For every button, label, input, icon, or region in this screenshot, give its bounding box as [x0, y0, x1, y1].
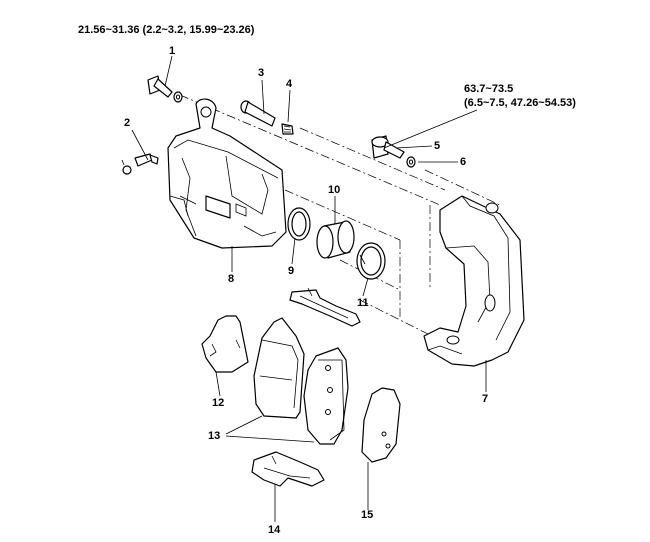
- callout-14: 14: [268, 524, 281, 536]
- bracket-bolt-part-5: [371, 135, 405, 159]
- callout-4: 4: [286, 78, 293, 90]
- shim-part-15: [361, 387, 401, 463]
- callout-2: 2: [124, 117, 131, 129]
- caliper-body-part-8: [167, 98, 287, 249]
- piston-seal-part-11: [356, 242, 386, 280]
- torque-spec-bracket-bolt: 63.7~73.5: [464, 83, 514, 95]
- assembly-axis-lines: [179, 94, 501, 336]
- callout-5: 5: [434, 140, 441, 152]
- callout-13: 13: [208, 430, 221, 442]
- leader-lines: [131, 55, 487, 522]
- callout-7: 7: [482, 393, 489, 405]
- dust-seal-part-9: [287, 207, 311, 241]
- callout-15: 15: [361, 509, 374, 521]
- caliper-bolt-part-1: [147, 75, 183, 103]
- callout-11: 11: [357, 297, 369, 309]
- callout-6: 6: [460, 156, 467, 168]
- pad-clip-upper: [289, 287, 361, 327]
- callout-8: 8: [228, 273, 235, 285]
- torque-spec-bracket-bolt-detail: (6.5~7.5, 47.26~54.53): [464, 97, 576, 109]
- caliper-bracket-part-7: [423, 195, 525, 367]
- callout-3: 3: [258, 67, 265, 79]
- bleeder-screw-part-2: [121, 153, 159, 175]
- callout-10: 10: [328, 184, 341, 196]
- torque-spec-caliper-bolt: 21.56~31.36 (2.2~3.2, 15.99~23.26): [78, 24, 255, 36]
- pad-retainer-part-14: [251, 451, 325, 487]
- brake-pads-part-13: [253, 317, 349, 445]
- guide-pin-part-3: [240, 100, 276, 127]
- washer-part-6: [406, 156, 416, 168]
- callout-9: 9: [288, 265, 295, 277]
- piston-part-10: [316, 220, 355, 259]
- shim-part-12: [201, 315, 249, 373]
- callout-12: 12: [212, 397, 225, 409]
- callout-1: 1: [169, 45, 176, 57]
- pin-boot-part-4: [281, 123, 294, 135]
